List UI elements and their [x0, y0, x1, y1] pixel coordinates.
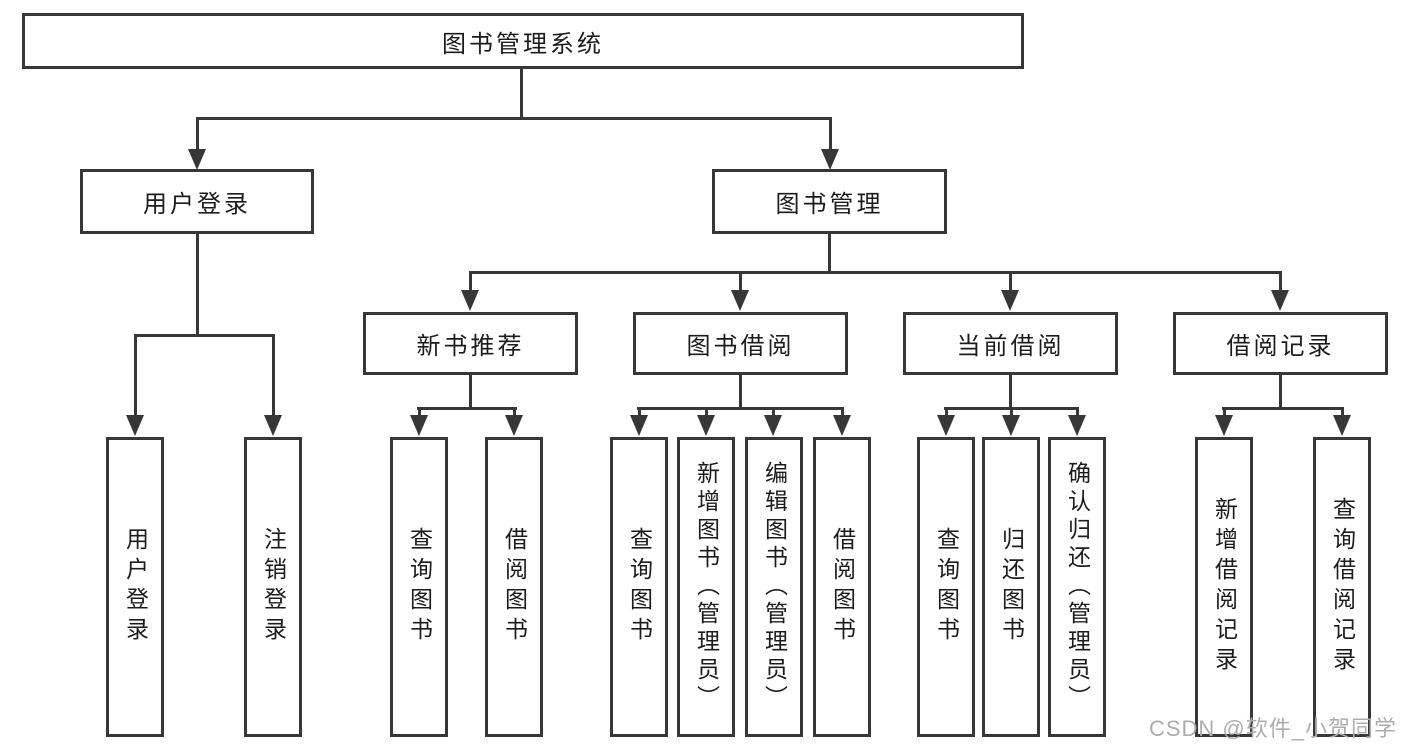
connector-book-borrow-stem: [739, 375, 742, 409]
connector-new-book-rec-crossbar: [417, 407, 517, 410]
node-root-label: 图书管理系统: [442, 30, 604, 58]
node-cb-query-book-label: 查询图书: [933, 527, 960, 647]
arrowhead-icon: [410, 415, 428, 436]
node-user-login: 用户登录: [80, 169, 314, 234]
connector-to-br-query: [1341, 407, 1344, 417]
connector-to-book-borrow: [739, 271, 742, 292]
node-root: 图书管理系统: [22, 13, 1024, 69]
node-bb-edit-book: 编辑图书（管理员）: [745, 437, 803, 737]
node-bb-add-book-label: 新增图书（管理员）: [693, 461, 720, 713]
node-ul-logout-label: 注销登录: [260, 527, 287, 647]
node-current-borrow-label: 当前借阅: [956, 333, 1065, 360]
arrowhead-icon: [764, 415, 782, 436]
connector-borrow-record-crossbar: [1222, 407, 1344, 410]
node-new-book-rec: 新书推荐: [363, 312, 578, 375]
node-nb-borrow-book: 借阅图书: [485, 437, 543, 737]
arrowhead-icon: [1002, 415, 1020, 436]
arrowhead-icon: [630, 415, 648, 436]
node-cb-return-book-label: 归还图书: [998, 527, 1025, 647]
connector-to-cb-return: [1010, 407, 1013, 417]
node-bb-query-book: 查询图书: [610, 437, 668, 737]
connector-to-nb-borrow: [513, 407, 516, 417]
node-br-query-record: 查询借阅记录: [1313, 437, 1371, 737]
connector-to-br-add: [1223, 407, 1226, 417]
node-borrow-record-label: 借阅记录: [1226, 333, 1335, 360]
arrowhead-icon: [505, 415, 523, 436]
node-ul-user-login-label: 用户登录: [122, 527, 149, 647]
node-bb-borrow-book-label: 借阅图书: [829, 527, 856, 647]
connector-book-mgmt-stem: [828, 234, 831, 273]
connector-borrow-record-stem: [1279, 375, 1282, 409]
node-br-add-record-label: 新增借阅记录: [1211, 497, 1238, 677]
connector-root-to-book-mgmt: [829, 117, 832, 151]
arrowhead-icon: [126, 415, 144, 436]
connector-root-crossbar: [196, 117, 832, 120]
connector-to-bb-query: [638, 407, 641, 417]
connector-to-ul-user-login: [134, 334, 137, 418]
arrowhead-icon: [264, 415, 282, 436]
connector-book-mgmt-crossbar: [469, 271, 1282, 274]
node-book-borrow: 图书借阅: [633, 312, 848, 375]
arrowhead-icon: [1215, 415, 1233, 436]
connector-to-borrow-record: [1279, 271, 1282, 292]
node-bb-query-book-label: 查询图书: [626, 527, 653, 647]
node-borrow-record: 借阅记录: [1173, 312, 1388, 375]
arrowhead-icon: [1333, 415, 1351, 436]
node-current-borrow: 当前借阅: [903, 312, 1118, 375]
node-bb-edit-book-label: 编辑图书（管理员）: [761, 461, 788, 713]
arrowhead-icon: [833, 415, 851, 436]
connector-root-to-user-login: [196, 117, 199, 151]
node-nb-borrow-book-label: 借阅图书: [501, 527, 528, 647]
connector-to-new-book-rec: [469, 271, 472, 292]
connector-root-stem: [520, 69, 523, 118]
connector-to-bb-edit: [772, 407, 775, 417]
node-new-book-rec-label: 新书推荐: [416, 333, 525, 360]
csdn-watermark: CSDN @软件_小贺同学: [1148, 716, 1397, 741]
arrowhead-icon: [1001, 290, 1019, 311]
connector-to-ul-logout: [272, 334, 275, 418]
node-ul-user-login: 用户登录: [106, 437, 164, 737]
node-br-query-record-label: 查询借阅记录: [1329, 497, 1356, 677]
node-nb-query-book: 查询图书: [390, 437, 448, 737]
connector-user-login-stem: [196, 234, 199, 336]
node-cb-confirm-return: 确认归还（管理员）: [1048, 437, 1106, 737]
connector-to-cb-confirm: [1076, 407, 1079, 417]
arrowhead-icon: [188, 149, 206, 170]
node-user-login-label: 用户登录: [143, 191, 251, 218]
node-book-borrow-label: 图书借阅: [686, 333, 795, 360]
node-ul-logout: 注销登录: [244, 437, 302, 737]
connector-to-bb-add: [705, 407, 708, 417]
node-cb-query-book: 查询图书: [917, 437, 975, 737]
arrowhead-icon: [731, 290, 749, 311]
node-book-mgmt-label: 图书管理: [775, 191, 884, 218]
node-bb-borrow-book: 借阅图书: [813, 437, 871, 737]
connector-to-current-borrow: [1009, 271, 1012, 292]
arrowhead-icon: [461, 290, 479, 311]
node-book-mgmt: 图书管理: [712, 169, 947, 234]
node-br-add-record: 新增借阅记录: [1195, 437, 1253, 737]
connector-to-cb-query: [945, 407, 948, 417]
node-nb-query-book-label: 查询图书: [406, 527, 433, 647]
arrowhead-icon: [821, 149, 839, 170]
arrowhead-icon: [1068, 415, 1086, 436]
arrowhead-icon: [697, 415, 715, 436]
connector-current-borrow-stem: [1009, 375, 1012, 409]
connector-new-book-rec-stem: [469, 375, 472, 409]
node-cb-confirm-return-label: 确认归还（管理员）: [1064, 461, 1091, 713]
connector-to-bb-borrow: [841, 407, 844, 417]
node-bb-add-book: 新增图书（管理员）: [677, 437, 735, 737]
connector-to-nb-query: [418, 407, 421, 417]
node-cb-return-book: 归还图书: [982, 437, 1040, 737]
arrowhead-icon: [937, 415, 955, 436]
connector-book-borrow-crossbar: [637, 407, 844, 410]
arrowhead-icon: [1271, 290, 1289, 311]
connector-user-login-crossbar: [134, 334, 275, 337]
